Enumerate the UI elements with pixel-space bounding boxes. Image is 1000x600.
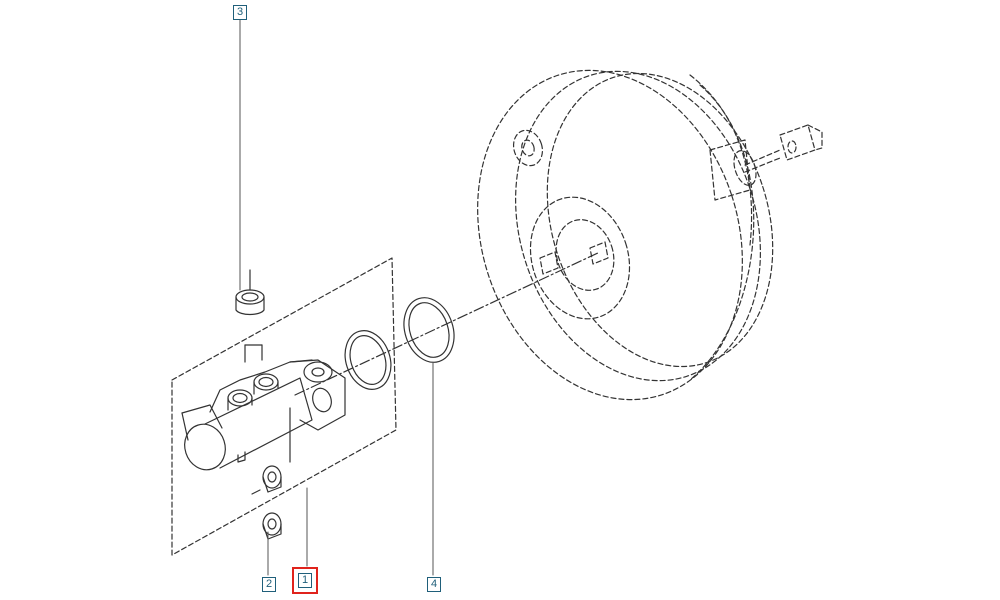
callout-3[interactable]: 3 <box>233 5 247 20</box>
master-cylinder-frame <box>171 257 397 556</box>
seal-ring <box>344 330 392 390</box>
callout-1[interactable]: 1 <box>292 567 318 594</box>
nut-upper <box>251 465 282 495</box>
seal-cap-part <box>235 269 265 316</box>
callout-2[interactable]: 2 <box>262 577 276 592</box>
callout-4[interactable]: 4 <box>427 577 441 592</box>
master-cylinder-part <box>181 344 346 471</box>
leader-lines <box>239 19 434 576</box>
assembly-axis <box>294 251 601 396</box>
brake-booster <box>477 69 823 401</box>
nut-lower <box>262 512 282 540</box>
o-ring-part <box>403 297 455 363</box>
